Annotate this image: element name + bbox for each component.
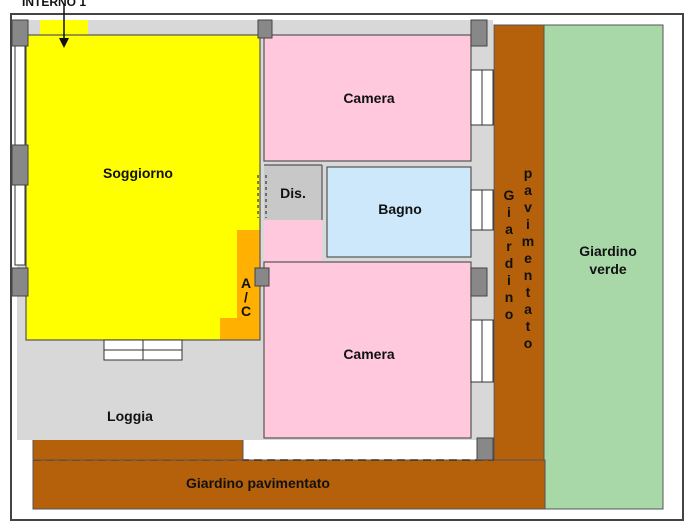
windows — [14, 44, 494, 383]
bagno-area — [327, 167, 471, 257]
soggiorno-label: Soggiorno — [103, 165, 173, 181]
ac-closet-base — [220, 318, 260, 340]
camera-bottom-area — [264, 262, 471, 438]
camera-top-area — [264, 35, 471, 161]
soggiorno-area — [26, 35, 260, 340]
giardino-verde-area — [543, 24, 664, 510]
ac-closet-area — [237, 230, 260, 340]
camera-top-label: Camera — [343, 90, 395, 106]
giardino-pavimentato-bottom-label: Giardino pavimentato — [186, 475, 330, 491]
loggia-label: Loggia — [107, 408, 153, 424]
pillars — [11, 19, 494, 461]
ac-label-chars: A/C — [241, 275, 251, 319]
camera-bottom-label: Camera — [343, 346, 395, 362]
entrance-label: INTERNO 1 — [22, 0, 86, 9]
giardino-verde-label-line1: Giardino — [579, 243, 637, 259]
disimpegno-label: Dis. — [280, 185, 306, 201]
giardino-pavimentato-bottom-area — [32, 459, 546, 510]
giardino-pavimentato-side-area — [493, 24, 545, 510]
bagno-label: Bagno — [378, 201, 422, 217]
disimpegno-area — [264, 165, 322, 220]
ac-label: A/C — [241, 275, 251, 319]
corridor-area — [264, 220, 322, 262]
entrance-arrow-head — [59, 38, 69, 48]
giardino-verde-label-line2: verde — [589, 261, 627, 277]
